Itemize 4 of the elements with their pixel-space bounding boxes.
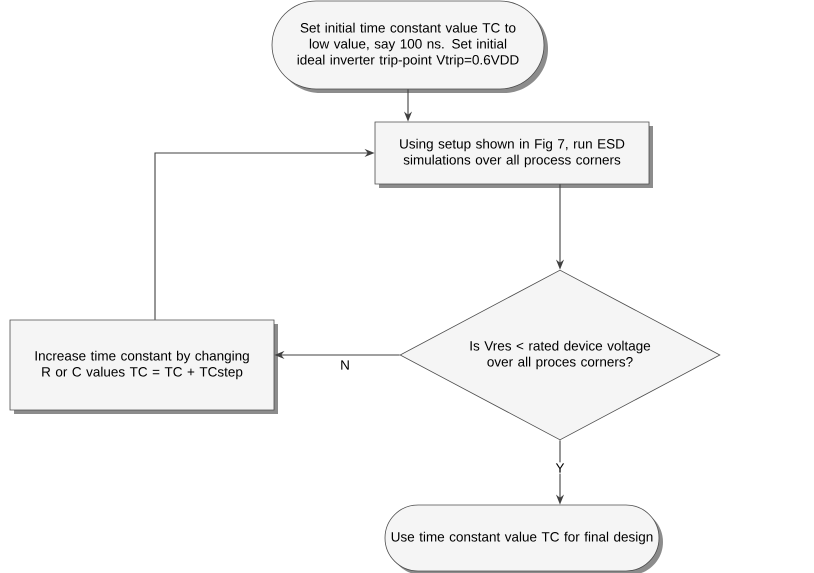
edge-label: Y (554, 462, 566, 474)
process-box: Increase time constant by changing R or C values TC = TC + TCstep (10, 320, 278, 414)
edge-label: N (339, 359, 351, 371)
process-box: Using setup shown in Fig 7, run ESD simulations over all process corners (374, 122, 653, 188)
